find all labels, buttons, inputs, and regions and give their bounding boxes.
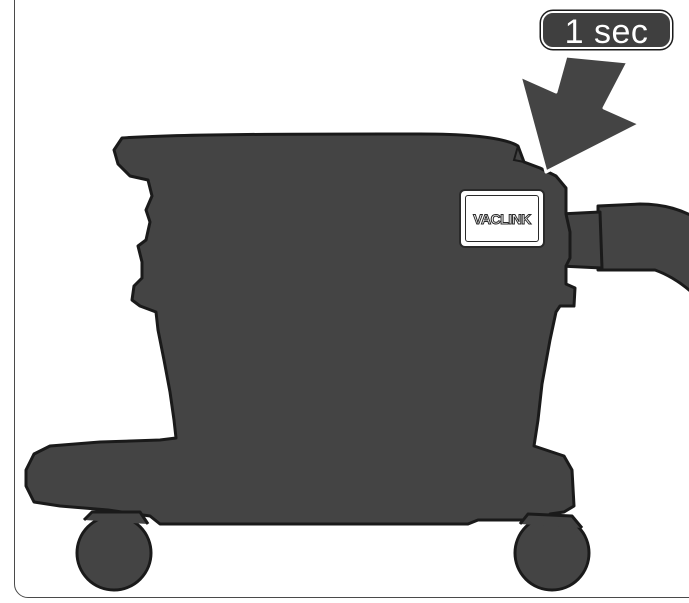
wheel-icon (515, 514, 589, 590)
duration-badge: 1 sec (541, 11, 672, 49)
hose-icon (598, 204, 689, 300)
press-arrow-icon (520, 56, 640, 172)
wheel-icon (77, 512, 151, 590)
device-label: VACLINK (465, 195, 539, 242)
device-label-plate: VACLINK (459, 189, 545, 248)
